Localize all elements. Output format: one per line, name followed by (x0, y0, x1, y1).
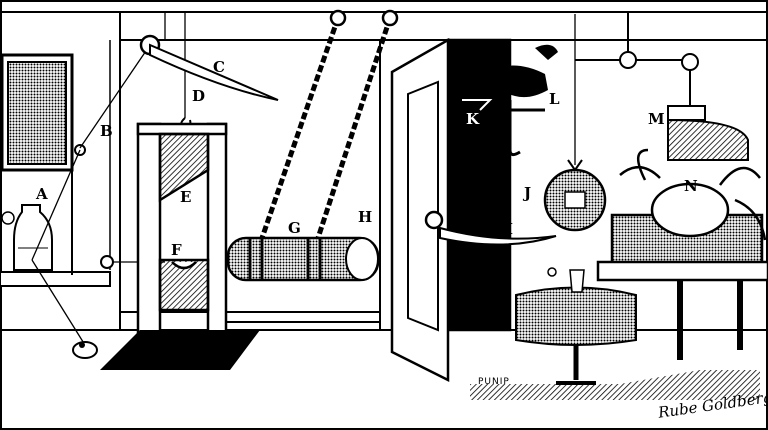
label-i: I (506, 220, 513, 238)
label-j: J (522, 184, 531, 202)
label-g: G (288, 219, 301, 237)
doormat-text: PUNIP (478, 377, 510, 387)
mouse-trap (72, 341, 98, 359)
label-k: K (466, 110, 480, 128)
label-n: N (684, 177, 698, 195)
pulley-f (100, 255, 114, 269)
label-l: L (549, 90, 560, 108)
side-table (515, 267, 637, 385)
label-d: D (192, 87, 205, 105)
hanging-log (226, 9, 399, 282)
label-f: F (171, 241, 182, 259)
sword (149, 43, 279, 101)
guillotine (100, 122, 260, 370)
floor-shadow (470, 370, 760, 400)
label-e: E (180, 188, 191, 206)
label-h: H (358, 208, 372, 226)
label-c: C (213, 58, 225, 76)
pulley-m (575, 12, 699, 105)
label-b: B (100, 122, 113, 140)
milk-bottle (1, 204, 53, 271)
window (0, 40, 111, 287)
fish-tank (596, 148, 768, 360)
label-m: M (648, 110, 665, 128)
parrot (480, 44, 558, 157)
label-a: A (35, 185, 48, 203)
weight (667, 105, 749, 161)
pulley-b (74, 144, 86, 156)
door (390, 37, 512, 383)
paddle (439, 226, 557, 246)
ball (543, 159, 607, 232)
